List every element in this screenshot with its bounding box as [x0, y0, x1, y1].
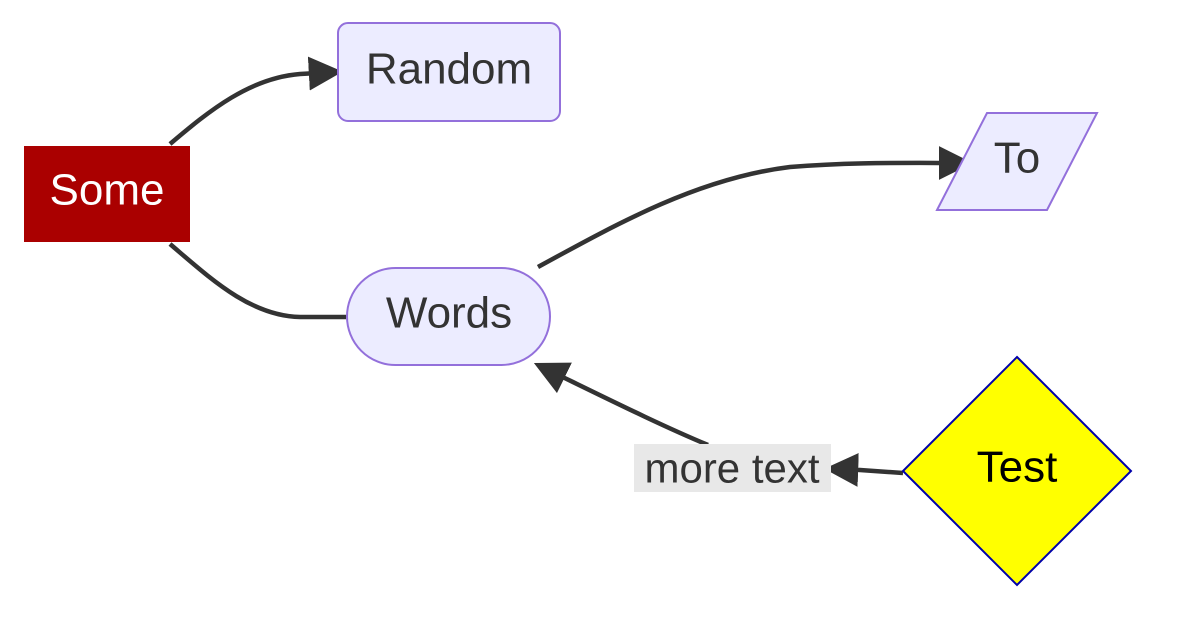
- node-words-shape: [346, 267, 551, 366]
- node-some-label: Some: [50, 166, 165, 215]
- node-random[interactable]: Random: [337, 22, 561, 122]
- edge-words-to-to: [536, 145, 973, 269]
- node-random-shape: [337, 22, 561, 122]
- edge-label-text: more text: [644, 445, 819, 492]
- node-some-shape: [24, 146, 190, 242]
- edge-some-to-random: [168, 56, 343, 146]
- node-random-label: Random: [366, 45, 532, 94]
- edge-words-from-test: [533, 362, 709, 448]
- edge-test-to-words: [824, 452, 904, 487]
- node-words-label: Words: [386, 289, 512, 338]
- edge-label-background: [634, 444, 831, 492]
- node-test-label: Test: [977, 443, 1058, 492]
- node-to[interactable]: To: [935, 112, 1099, 211]
- edge-some-to-words: [168, 242, 346, 320]
- node-to-shape: [935, 112, 1099, 211]
- node-test-shape: [901, 355, 1133, 587]
- node-some[interactable]: Some: [24, 146, 190, 242]
- node-to-label: To: [994, 134, 1040, 183]
- edge-label-more-text: more text: [634, 444, 831, 492]
- node-words[interactable]: Words: [346, 267, 551, 366]
- node-test[interactable]: Test: [901, 355, 1133, 587]
